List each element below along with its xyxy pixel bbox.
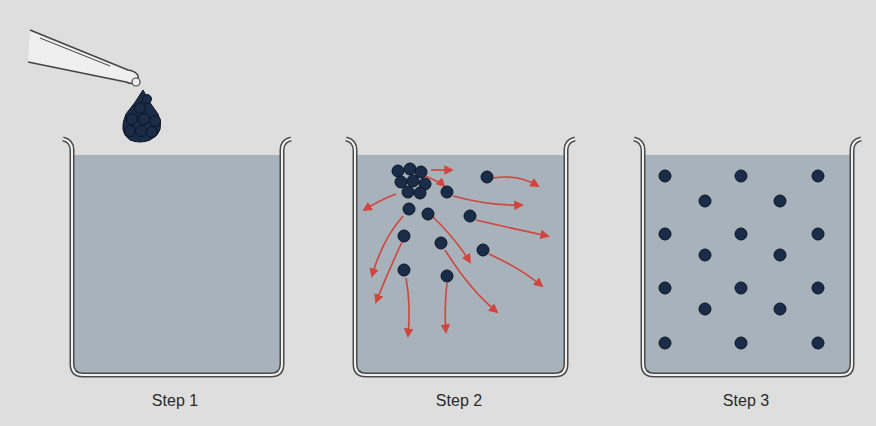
motion-arrow bbox=[445, 283, 447, 332]
particle bbox=[135, 103, 146, 114]
water bbox=[357, 155, 564, 373]
water bbox=[74, 155, 280, 373]
motion-arrow bbox=[453, 196, 522, 205]
particle bbox=[659, 228, 671, 240]
particle bbox=[812, 337, 824, 349]
particle bbox=[139, 114, 150, 125]
particle bbox=[659, 337, 671, 349]
particle bbox=[774, 303, 786, 315]
pipette-line bbox=[40, 38, 110, 66]
particle bbox=[398, 230, 410, 242]
particle bbox=[422, 208, 434, 220]
droplet bbox=[123, 90, 161, 142]
particle bbox=[699, 249, 711, 261]
motion-arrow bbox=[406, 278, 409, 336]
beaker-wall-highlight bbox=[63, 139, 291, 375]
pipette bbox=[28, 30, 138, 84]
particle bbox=[150, 116, 161, 127]
particle bbox=[403, 203, 415, 215]
motion-arrow bbox=[445, 250, 497, 312]
particle bbox=[812, 228, 824, 240]
beaker-wall bbox=[634, 139, 861, 375]
particle bbox=[735, 228, 747, 240]
step-label: Step 1 bbox=[152, 392, 198, 410]
particle bbox=[125, 126, 136, 137]
beaker-wall bbox=[346, 139, 575, 375]
particle bbox=[147, 127, 158, 138]
motion-arrow bbox=[432, 216, 470, 262]
particle bbox=[404, 163, 416, 175]
beaker-wall bbox=[63, 139, 291, 375]
particle bbox=[774, 195, 786, 207]
particle bbox=[441, 186, 453, 198]
particle bbox=[143, 95, 152, 104]
particle bbox=[735, 170, 747, 182]
particle bbox=[127, 114, 138, 125]
particle bbox=[659, 170, 671, 182]
particle bbox=[414, 187, 426, 199]
motion-arrow bbox=[489, 254, 542, 286]
particle bbox=[402, 186, 414, 198]
particle bbox=[735, 282, 747, 294]
particle bbox=[481, 171, 493, 183]
particle bbox=[812, 170, 824, 182]
particle bbox=[136, 126, 147, 137]
particle bbox=[774, 249, 786, 261]
particle bbox=[392, 165, 404, 177]
particle bbox=[464, 210, 476, 222]
particle bbox=[699, 303, 711, 315]
beaker-wall-highlight bbox=[346, 139, 575, 375]
particle bbox=[477, 244, 489, 256]
particle bbox=[435, 237, 447, 249]
particle bbox=[699, 195, 711, 207]
motion-arrow bbox=[364, 194, 396, 210]
step-label: Step 3 bbox=[723, 392, 769, 410]
motion-arrow bbox=[476, 220, 548, 236]
particle bbox=[441, 270, 453, 282]
particle bbox=[659, 282, 671, 294]
beaker-wall-highlight bbox=[634, 139, 861, 375]
particle bbox=[398, 264, 410, 276]
motion-arrow bbox=[493, 177, 538, 186]
step-label: Step 2 bbox=[436, 392, 482, 410]
pipette-tip bbox=[132, 78, 140, 86]
particle bbox=[407, 175, 419, 187]
motion-arrow bbox=[431, 169, 452, 171]
water bbox=[645, 155, 850, 373]
particle bbox=[735, 337, 747, 349]
particle bbox=[812, 282, 824, 294]
